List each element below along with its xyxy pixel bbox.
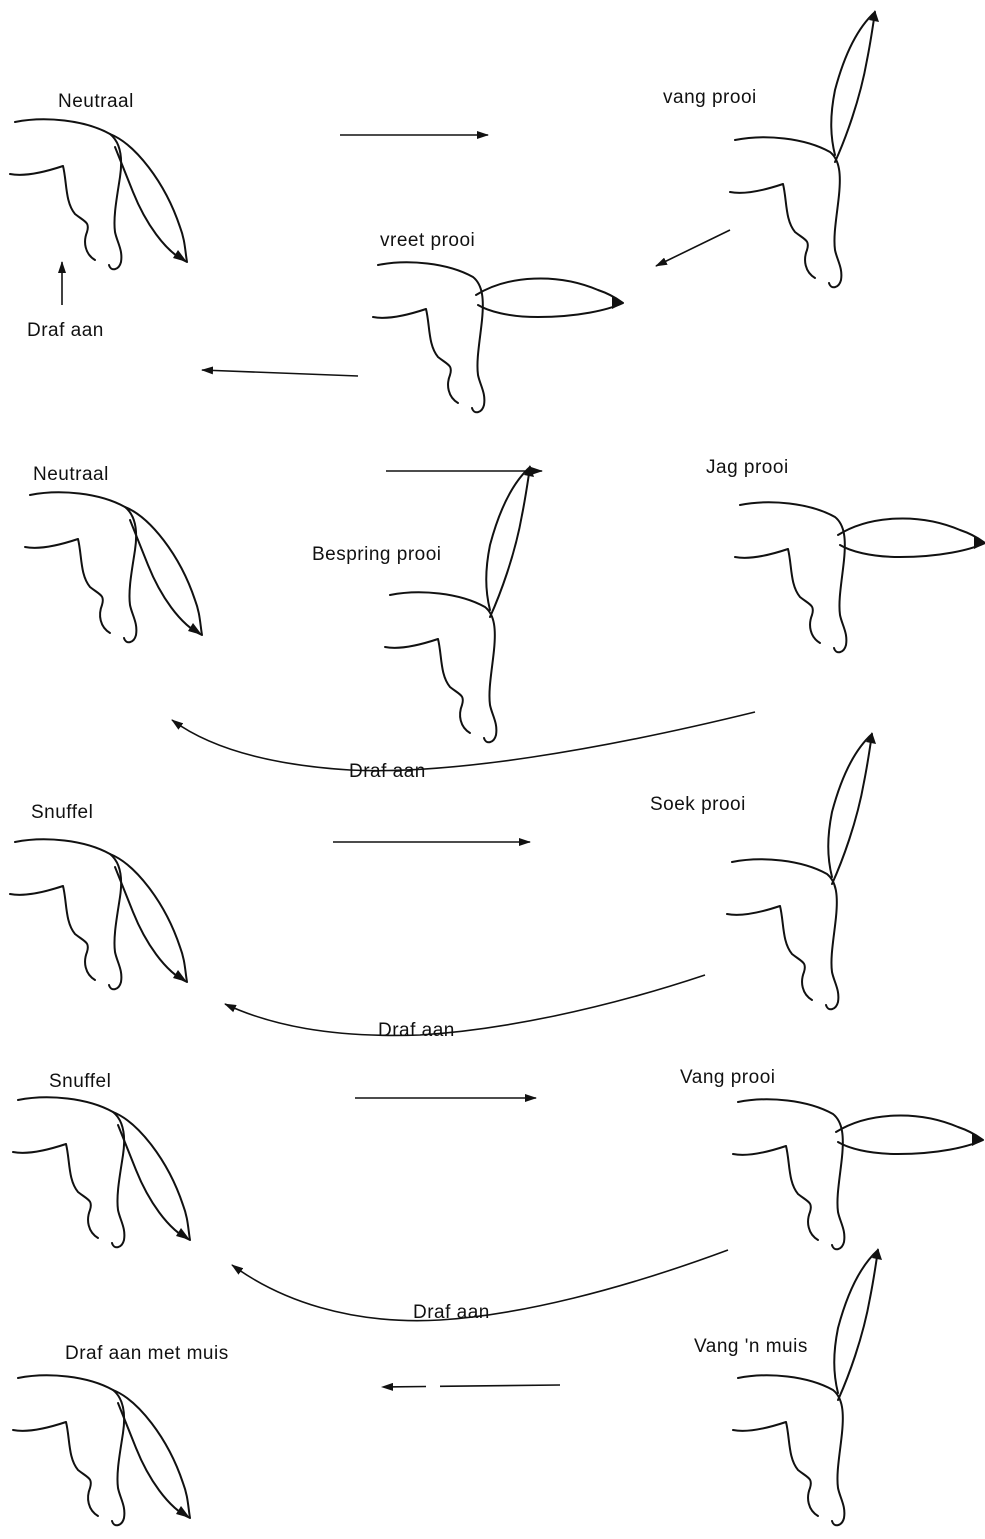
label-jag-prooi: Jag prooi <box>706 457 789 478</box>
label-neutraal-2: Neutraal <box>33 464 109 485</box>
fox-vang-prooi-2 <box>733 1099 984 1249</box>
label-vang-prooi-2: Vang prooi <box>680 1067 776 1088</box>
fox-vang-prooi <box>730 10 879 287</box>
label-vang-prooi: vang prooi <box>663 87 757 108</box>
fox-draf-aan-met-muis <box>13 1375 190 1525</box>
fox-snuffel-1 <box>10 839 187 989</box>
arrow-curved-draf-aan-1 <box>172 712 755 771</box>
label-soek-prooi: Soek prooi <box>650 794 746 815</box>
fox-vreet-prooi <box>373 262 624 412</box>
label-neutraal-1: Neutraal <box>58 91 134 112</box>
arrow-vang-muis-to-draf <box>382 1385 560 1387</box>
label-vang-n-muis: Vang 'n muis <box>694 1336 808 1357</box>
label-draf-aan-top: Draf aan <box>27 320 104 341</box>
label-draf-aan-met-muis: Draf aan met muis <box>65 1343 229 1364</box>
fox-jag-prooi <box>735 502 985 652</box>
label-draf-aan-2: Draf aan <box>378 1020 455 1041</box>
arrow-vang-to-vreet <box>656 230 730 266</box>
label-vreet-prooi: vreet prooi <box>380 230 475 251</box>
label-draf-aan-1: Draf aan <box>349 761 426 782</box>
label-draf-aan-3: Draf aan <box>413 1302 490 1323</box>
fox-bespring-prooi <box>385 465 534 742</box>
fox-vang-n-muis <box>733 1248 882 1525</box>
fox-neutral-1 <box>10 119 187 269</box>
fox-snuffel-2 <box>13 1097 190 1247</box>
arrow-curved-draf-aan-2 <box>225 975 705 1035</box>
fox-neutral-2 <box>25 492 202 642</box>
fox-soek-prooi <box>727 732 876 1009</box>
arrow-vreet-to-neutraal <box>202 370 358 376</box>
label-bespring-prooi: Bespring prooi <box>312 544 442 565</box>
label-snuffel-1: Snuffel <box>31 802 93 823</box>
label-snuffel-2: Snuffel <box>49 1071 111 1092</box>
